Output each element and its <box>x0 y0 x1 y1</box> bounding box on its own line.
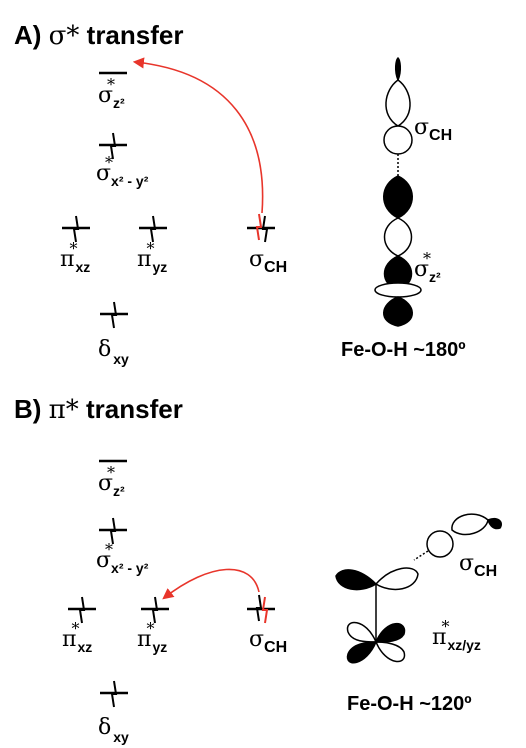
level-delta-xy <box>100 680 128 708</box>
label-pi-xz: π*xz <box>60 239 90 275</box>
orbital-label-sigma-ch: σCH <box>459 551 497 580</box>
level-pi-yz <box>139 215 167 243</box>
electron-up-icon <box>72 215 80 243</box>
label-pi-yz: π*yz <box>137 239 167 275</box>
level-delta-xy <box>100 301 128 329</box>
electron-up-icon <box>109 132 117 160</box>
label-pi-yz: π*yz <box>137 619 167 655</box>
label-sigma-ch: σCH <box>249 247 287 276</box>
orbital-cartoon-linear <box>374 56 422 327</box>
panel-a-title: A) σ* transfer <box>14 20 183 51</box>
electron-up-icon <box>109 517 117 545</box>
electron-down-red-icon <box>261 596 269 624</box>
label-sigma-x2y2: σ*x² - y² <box>96 540 149 576</box>
level-pi-xz <box>68 596 96 624</box>
electron-down-icon <box>261 215 269 243</box>
panel-b-title: B) π* transfer <box>14 394 183 425</box>
level-pi-xz <box>62 215 90 243</box>
label-sigma-x2y2: σ*x² - y² <box>96 153 149 189</box>
angle-caption-b: Fe-O-H ~120º <box>347 693 472 715</box>
level-sigma-x2y2 <box>99 132 127 160</box>
transfer-arrow <box>132 57 264 214</box>
panel-b: B) π* transfer σ*z² σ*x² - y² π*xz π*yz … <box>14 394 502 745</box>
orbital-label-sigma-ch: σCH <box>414 115 452 144</box>
electron-up-icon <box>110 301 118 329</box>
level-sigma-ch <box>247 594 275 624</box>
orbital-label-sigma-z2: σ*z² <box>414 249 441 285</box>
orbital-label-pi-xzyz: π*xz/yz <box>432 617 481 653</box>
level-pi-yz <box>141 596 169 624</box>
label-sigma-ch: σCH <box>249 627 287 656</box>
electron-up-icon <box>149 215 157 243</box>
transfer-arrow <box>162 568 260 600</box>
panel-a: A) σ* transfer σ*z² σ*x² - y² π*xz π*yz … <box>14 20 466 367</box>
electron-up-icon <box>151 596 159 624</box>
label-sigma-z2: σ*z² <box>98 463 125 499</box>
label-pi-xz: π*xz <box>62 619 92 655</box>
label-sigma-z2: σ*z² <box>98 75 125 111</box>
orbital-cartoon-bent <box>335 513 502 664</box>
electron-up-red-icon <box>255 213 263 241</box>
electron-up-icon <box>110 680 118 708</box>
level-sigma-x2y2 <box>99 517 127 545</box>
electron-up-icon <box>255 594 263 622</box>
electron-up-icon <box>78 596 86 624</box>
angle-caption-a: Fe-O-H ~180º <box>341 339 466 361</box>
level-sigma-ch <box>247 213 275 243</box>
